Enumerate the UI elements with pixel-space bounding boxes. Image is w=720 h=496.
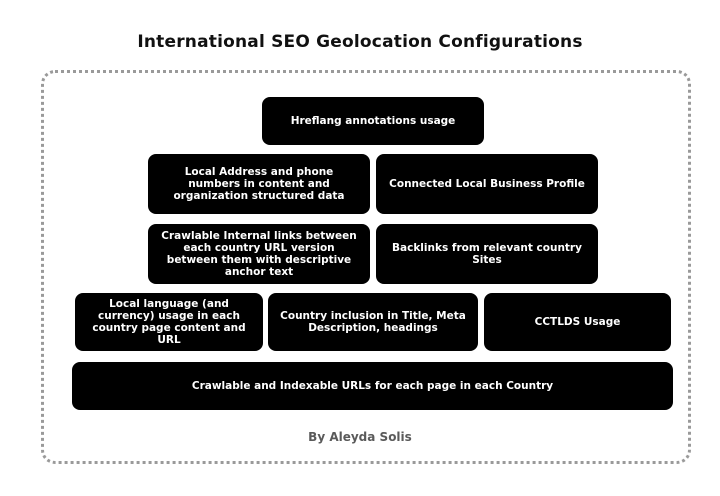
author-credit: By Aleyda Solis: [308, 430, 412, 444]
box-local-business-profile-label: Connected Local Business Profile: [389, 178, 585, 190]
box-country-inclusion: Country inclusion in Title, Meta Descrip…: [268, 293, 478, 351]
box-local-address: Local Address and phone numbers in conte…: [148, 154, 370, 214]
box-local-language-label: Local language (and currency) usage in e…: [92, 298, 246, 346]
box-cctlds: CCTLDS Usage: [484, 293, 671, 351]
box-backlinks: Backlinks from relevant country Sites: [376, 224, 598, 284]
box-cctlds-label: CCTLDS Usage: [534, 316, 621, 328]
box-hreflang: Hreflang annotations usage: [262, 97, 484, 145]
diagram-title: International SEO Geolocation Configurat…: [137, 32, 583, 52]
box-country-inclusion-label: Country inclusion in Title, Meta Descrip…: [280, 310, 466, 334]
box-hreflang-label: Hreflang annotations usage: [290, 115, 456, 127]
box-backlinks-label: Backlinks from relevant country Sites: [392, 242, 582, 266]
box-local-language: Local language (and currency) usage in e…: [75, 293, 263, 351]
box-crawlable-urls: Crawlable and Indexable URLs for each pa…: [72, 362, 673, 410]
dotted-frame: [41, 70, 691, 464]
box-internal-links-label: Crawlable Internal links between each co…: [161, 230, 357, 278]
box-internal-links: Crawlable Internal links between each co…: [148, 224, 370, 284]
box-local-address-label: Local Address and phone numbers in conte…: [173, 166, 345, 202]
box-local-business-profile: Connected Local Business Profile: [376, 154, 598, 214]
box-crawlable-urls-label: Crawlable and Indexable URLs for each pa…: [191, 380, 554, 392]
